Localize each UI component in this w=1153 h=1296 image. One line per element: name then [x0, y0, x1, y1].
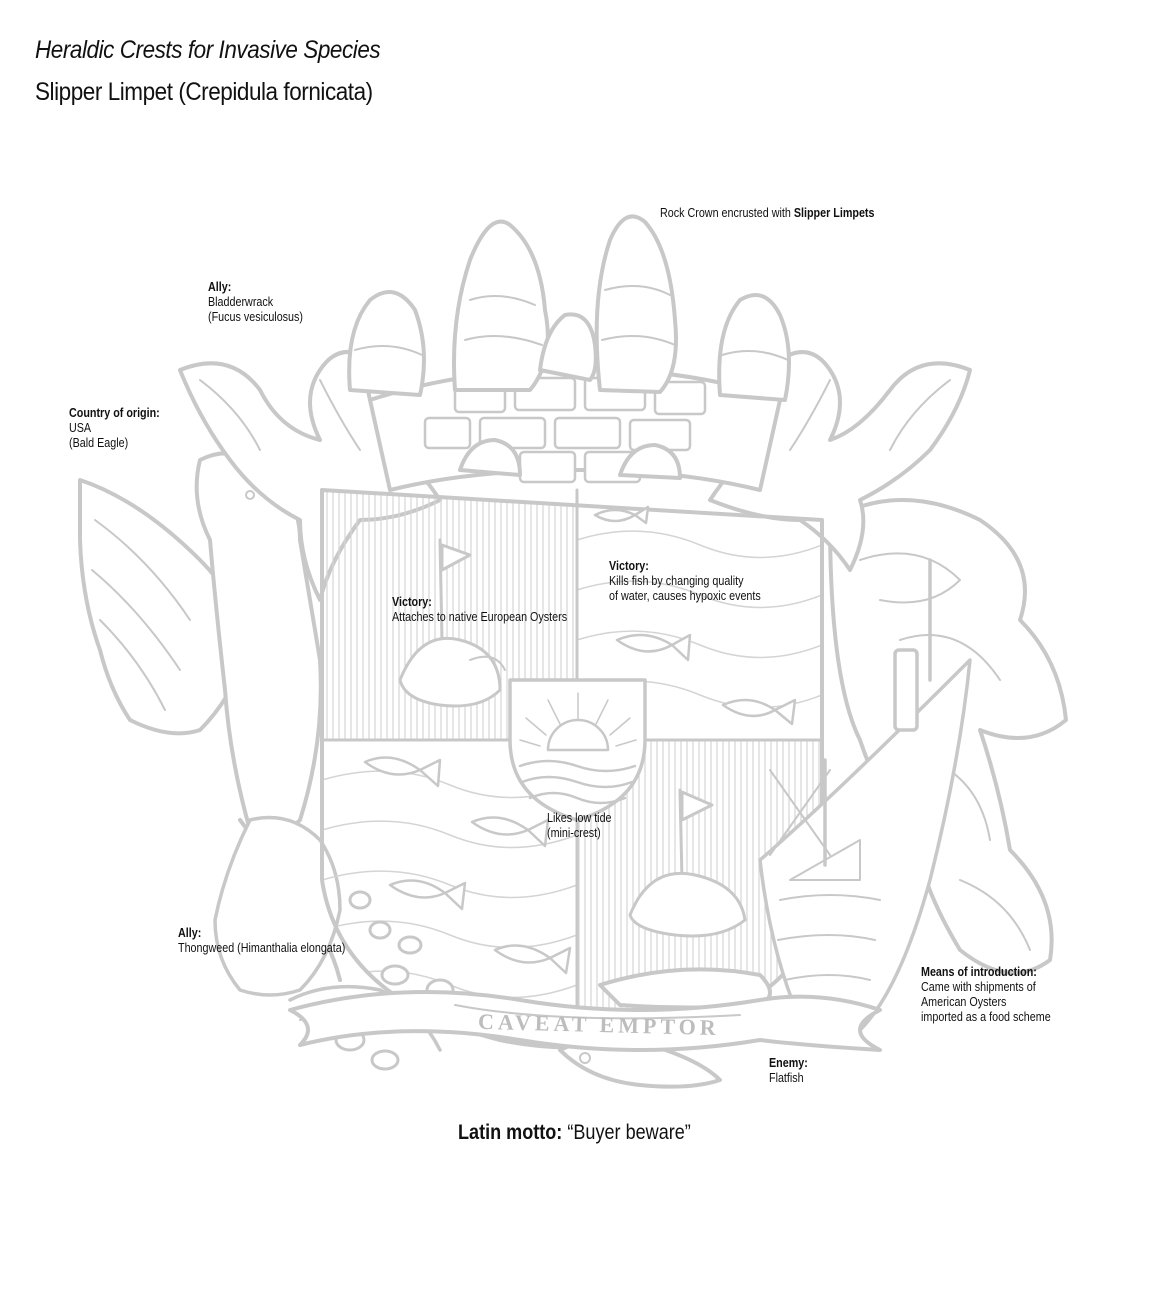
- country-line: (Bald Eagle): [69, 436, 129, 450]
- crown-callout-bold: Slipper Limpets: [793, 206, 875, 220]
- victory-line: of water, causes hypoxic events: [609, 589, 761, 603]
- introduction-line: Came with shipments of: [921, 980, 1036, 994]
- motto-label: Latin motto:: [458, 1121, 563, 1144]
- ally-thongweed-callout: Ally: Thongweed (Himanthalia elongata): [178, 926, 345, 956]
- oyster-with-flag-upper: [398, 538, 506, 708]
- slipper-limpet-stacks: [347, 214, 791, 480]
- introduction-line: American Oysters: [921, 995, 1007, 1009]
- latin-motto: Latin motto: “Buyer beware”: [458, 1121, 691, 1145]
- fish-3: [721, 698, 797, 726]
- enemy-callout: Enemy: Flatfish: [769, 1056, 808, 1086]
- page-title: Heraldic Crests for Invasive Species: [35, 36, 381, 64]
- crown-callout: Rock Crown encrusted with Slipper Limpet…: [660, 206, 874, 221]
- victory-fish-callout: Victory: Kills fish by changing quality …: [609, 559, 761, 604]
- fish-4: [363, 756, 442, 788]
- ally-heading: Ally:: [208, 280, 232, 294]
- victory-line: Attaches to native European Oysters: [392, 610, 568, 624]
- ally-heading: Ally:: [178, 926, 202, 940]
- fish-group: [363, 505, 797, 975]
- ally-line: (Fucus vesiculosus): [208, 310, 303, 324]
- enemy-line: Flatfish: [769, 1071, 804, 1085]
- ally-bladderwrack-callout: Ally: Bladderwrack (Fucus vesiculosus): [208, 280, 303, 325]
- low-tide-line: Likes low tide: [547, 811, 612, 825]
- fish-7: [493, 944, 572, 975]
- fish-5: [470, 816, 550, 848]
- ally-line: Thongweed (Himanthalia elongata): [178, 941, 346, 955]
- country-heading: Country of origin:: [69, 406, 160, 420]
- low-tide-callout: Likes low tide (mini-crest): [547, 811, 612, 841]
- victory-line: Kills fish by changing quality: [609, 574, 744, 588]
- fish-6: [388, 879, 467, 911]
- fish-2: [615, 633, 692, 662]
- crown-callout-prefix: Rock Crown encrusted with: [660, 206, 794, 220]
- introduction-callout: Means of introduction: Came with shipmen…: [921, 965, 1051, 1025]
- introduction-heading: Means of introduction:: [921, 965, 1037, 979]
- low-tide-line: (mini-crest): [547, 826, 601, 840]
- introduction-line: imported as a food scheme: [921, 1010, 1051, 1024]
- victory-heading: Victory:: [609, 559, 649, 573]
- mini-crest-sunrise: [508, 678, 647, 822]
- page-subtitle: Slipper Limpet (Crepidula fornicata): [35, 78, 373, 106]
- oyster-with-flag-lower: [628, 788, 747, 938]
- victory-oysters-callout: Victory: Attaches to native European Oys…: [392, 595, 567, 625]
- victory-heading: Victory:: [392, 595, 432, 609]
- motto-text: “Buyer beware”: [567, 1121, 691, 1144]
- ally-line: Bladderwrack: [208, 295, 274, 309]
- motto-banner: [288, 990, 882, 1052]
- country-callout: Country of origin: USA (Bald Eagle): [69, 406, 160, 451]
- fish-1: [593, 505, 650, 525]
- enemy-heading: Enemy:: [769, 1056, 808, 1070]
- country-line: USA: [69, 421, 92, 435]
